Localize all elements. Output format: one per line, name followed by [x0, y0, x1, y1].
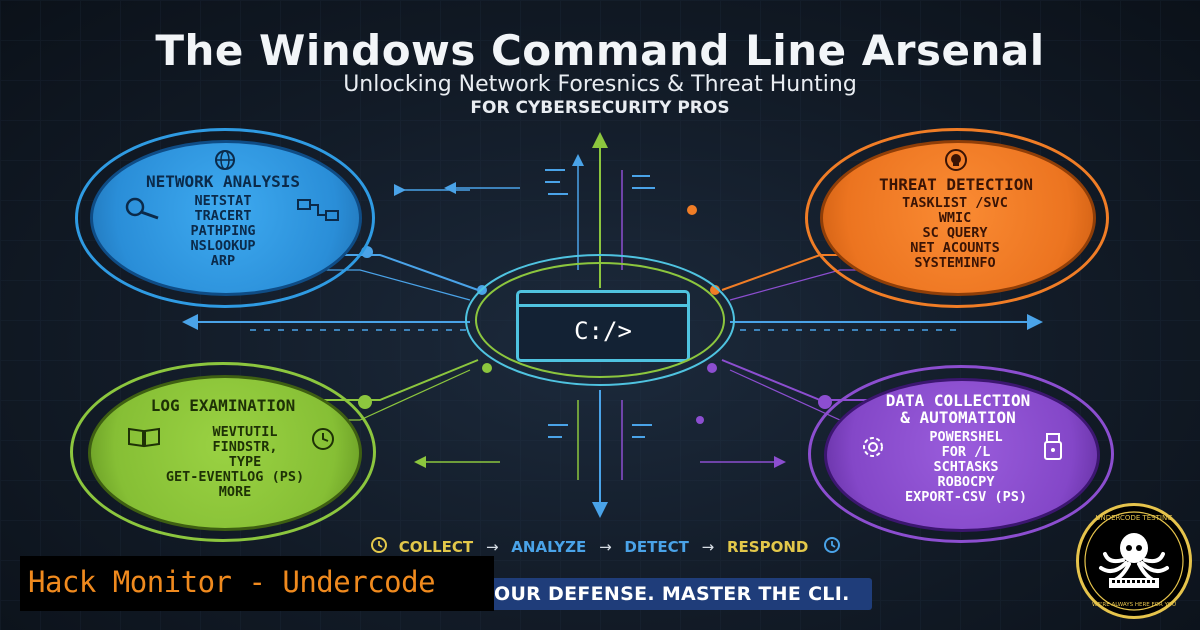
workflow-arrow: → — [485, 538, 499, 556]
page-subtitle: Unlocking Network Foresnics & Threat Hun… — [343, 72, 857, 97]
clock-icon — [823, 536, 841, 558]
logo-top-text: UNDERCODE TESTING — [1095, 514, 1172, 522]
bottom-banner-text: OUR DEFENSE. MASTER THE CLI. — [494, 583, 850, 605]
center-hub-outline — [465, 254, 735, 386]
threat-panel-title: THREAT DETECTION — [878, 175, 1034, 194]
threat-panel-outer-ring — [805, 128, 1109, 308]
logs-panel-outer-ring — [70, 362, 376, 542]
usb-icon — [1044, 433, 1062, 460]
terminal-titlebar — [519, 293, 687, 307]
workflow-arrow: → — [599, 538, 612, 556]
network-panel — [90, 140, 362, 296]
command-item: EXPORT-CSV (PS) — [905, 489, 1027, 505]
data-command-list: POWERSHEL FOR /L SCHTASKS ROBOCPY EXPORT… — [886, 430, 1046, 505]
network-panel-title: NETWORK ANALYSIS — [145, 172, 301, 191]
clock-icon — [312, 428, 334, 450]
command-item: TASKLIST /SVC — [902, 195, 1008, 211]
bottom-banner — [486, 578, 872, 610]
gear-icon — [863, 437, 883, 457]
logs-command-list: WEVTUTIL FINDSTR, TYPE GET-EVENTLOG (PS)… — [150, 425, 320, 500]
command-item: GET-EVENTLOG (PS) — [165, 469, 305, 485]
network-panel-outer-ring — [75, 128, 375, 308]
threat-command-list: TASKLIST /SVC WMIC SC QUERY NET ACOUNTS … — [880, 196, 1030, 271]
command-item: NSLOOKUP — [190, 238, 256, 254]
command-item: SCHTASKS — [933, 459, 999, 475]
octopus-icon: UNDERCODE TESTING WE'RE ALWAYS HERE FOR … — [1084, 511, 1184, 611]
workflow-step-respond: RESPOND — [726, 538, 809, 556]
command-item: WMIC — [938, 210, 972, 226]
logs-panel-title: LOG EXAMINATION — [150, 396, 296, 415]
command-item: FINDSTR, — [212, 439, 278, 455]
terminal-prompt: C:/> — [574, 317, 632, 345]
command-item: POWERSHEL — [929, 429, 1003, 445]
command-item: ARP — [210, 253, 236, 269]
skull-icon — [945, 149, 967, 171]
logo-bottom-text: WE'RE ALWAYS HERE FOR YOU — [1092, 602, 1176, 608]
workflow-row: COLLECT → ANALYZE → DETECT → RESPOND — [370, 536, 850, 556]
globe-icon — [215, 150, 235, 170]
watermark-box — [20, 556, 494, 611]
page-title: The Windows Command Line Arsenal — [155, 26, 1045, 75]
workflow-step-detect: DETECT — [624, 538, 689, 556]
command-item: MORE — [218, 484, 252, 500]
command-item: NETSTAT — [194, 193, 252, 209]
page-tagline: FOR CYBERSECURITY PROS — [470, 98, 730, 118]
command-item: TRACERT — [194, 208, 252, 224]
network-icon — [297, 199, 339, 221]
data-panel-title-line: DATA COLLECTION — [885, 391, 1031, 410]
magnifier-icon — [125, 197, 159, 220]
command-item: PATHPING — [190, 223, 256, 239]
watermark-text: Hack Monitor - Undercode — [28, 565, 436, 599]
command-item: SYSTEMINFO — [914, 255, 996, 271]
data-panel — [824, 378, 1100, 532]
command-item: SC QUERY — [922, 225, 988, 241]
data-panel-title: DATA COLLECTION & AUTOMATION — [848, 392, 1068, 426]
workflow-step-collect: COLLECT — [398, 538, 474, 556]
network-command-list: NETSTAT TRACERT PATHPING NSLOOKUP ARP — [168, 194, 278, 269]
terminal-window: C:/> — [516, 290, 690, 362]
command-item: ROBOCPY — [937, 474, 995, 490]
command-item: WEVTUTIL — [212, 424, 278, 440]
workflow-step-analyze: ANALYZE — [511, 538, 587, 556]
command-item: FOR /L — [941, 444, 991, 460]
command-item: NET ACOUNTS — [910, 240, 1000, 256]
book-icon — [128, 427, 160, 448]
data-panel-outer-ring — [808, 365, 1114, 543]
undercode-logo: UNDERCODE TESTING WE'RE ALWAYS HERE FOR … — [1076, 503, 1192, 619]
logs-panel — [88, 375, 362, 531]
data-panel-title-line: & AUTOMATION — [900, 408, 1016, 427]
command-item: TYPE — [228, 454, 262, 470]
workflow-arrow: → — [701, 538, 715, 556]
clock-icon — [370, 536, 388, 558]
